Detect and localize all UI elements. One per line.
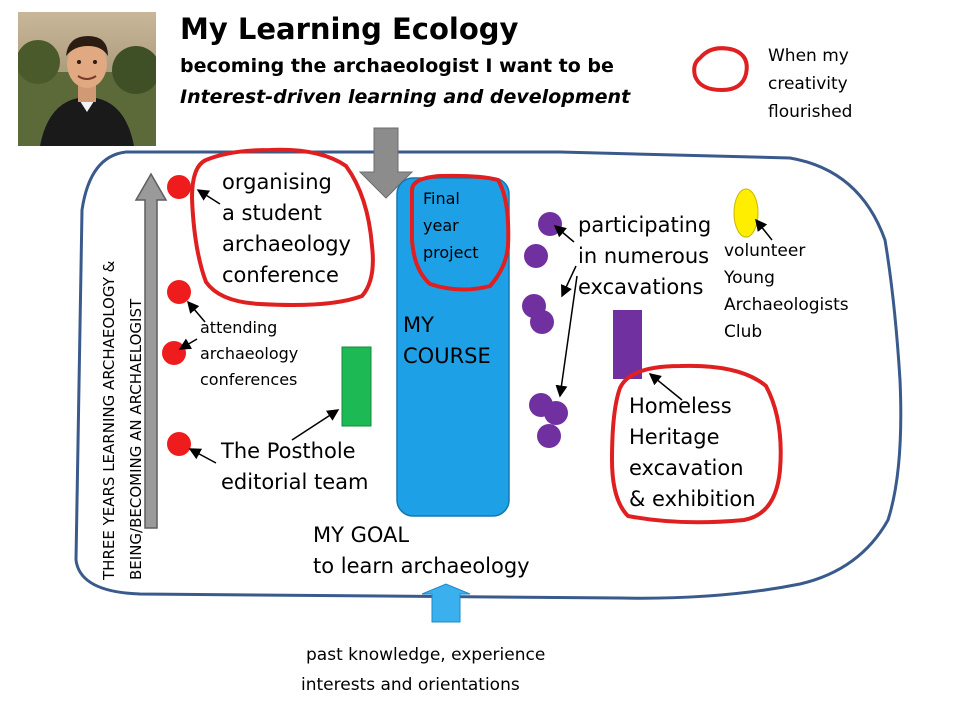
purple-node bbox=[613, 310, 642, 379]
label-line: volunteer bbox=[724, 241, 806, 261]
label-line: excavation bbox=[629, 456, 744, 480]
label-my-course: MY COURSE bbox=[403, 310, 491, 372]
purple-node bbox=[529, 393, 553, 417]
label-line: Archaeologists bbox=[724, 295, 849, 315]
course-block bbox=[396, 177, 510, 517]
purple-node bbox=[537, 424, 561, 448]
connector-arrow bbox=[561, 265, 577, 298]
connector-arrow bbox=[196, 189, 221, 205]
label-final-year-project: Final year project bbox=[423, 185, 479, 266]
label-line: & exhibition bbox=[629, 487, 756, 511]
label-posthole-team: The Posthole editorial team bbox=[221, 436, 369, 498]
label-line: editorial team bbox=[221, 470, 369, 494]
red-node bbox=[167, 432, 191, 456]
connector-arrow bbox=[188, 448, 217, 464]
page-title: My Learning Ecology bbox=[180, 12, 519, 46]
label-excavations: participating in numerous excavations bbox=[578, 210, 711, 303]
connector-arrow bbox=[553, 225, 575, 243]
label-line: archaeology bbox=[222, 232, 351, 256]
label-homeless-heritage: Homeless Heritage excavation & exhibitio… bbox=[629, 391, 756, 515]
connector-arrow bbox=[178, 338, 198, 350]
label-line: participating bbox=[578, 213, 712, 237]
avatar-image bbox=[18, 12, 156, 146]
label-line: interests and orientations bbox=[301, 675, 520, 695]
label-line: excavations bbox=[578, 275, 704, 299]
red-node bbox=[162, 341, 186, 365]
page-subtitle: becoming the archaeologist I want to be bbox=[180, 55, 614, 77]
label-line: Club bbox=[724, 322, 763, 342]
timeline-label-line: THREE YEARS LEARNING ARCHAEOLOGY & bbox=[100, 260, 118, 580]
label-line: Final bbox=[423, 189, 460, 208]
label-line: Homeless bbox=[629, 394, 732, 418]
green-node bbox=[341, 346, 372, 427]
label-attending-conferences: attending archaeology conferences bbox=[200, 315, 298, 393]
label-line: project bbox=[423, 243, 479, 262]
label-line: organising bbox=[222, 170, 332, 194]
label-line: in numerous bbox=[578, 244, 710, 268]
label-line: The Posthole bbox=[221, 439, 356, 463]
connector-arrow bbox=[755, 218, 773, 241]
page-tagline: Interest-driven learning and development bbox=[180, 86, 631, 108]
label-line: MY bbox=[403, 313, 434, 337]
legend-line: When my bbox=[768, 46, 849, 66]
connector-arrow bbox=[291, 409, 340, 441]
timeline-arrow bbox=[134, 172, 168, 529]
red-node bbox=[167, 175, 191, 199]
label-line: conference bbox=[222, 263, 339, 287]
creativity-outline bbox=[189, 147, 375, 307]
label-line: to learn archaeology bbox=[313, 554, 530, 578]
yellow-node bbox=[733, 188, 759, 238]
connector-arrow bbox=[187, 300, 206, 323]
label-volunteer-club: volunteer Young Archaeologists Club bbox=[724, 238, 849, 346]
connector-arrow bbox=[555, 275, 578, 398]
label-organising-conference: organising a student archaeology confere… bbox=[222, 167, 351, 291]
legend-creativity-marker bbox=[692, 46, 749, 93]
creativity-outline bbox=[410, 173, 511, 292]
label-line: attending bbox=[200, 318, 278, 337]
creativity-outline bbox=[609, 363, 783, 525]
legend-line: flourished bbox=[768, 102, 853, 122]
connector-arrow bbox=[648, 373, 683, 401]
label-line: COURSE bbox=[403, 344, 491, 368]
timeline-label: THREE YEARS LEARNING ARCHAEOLOGY & BEING… bbox=[96, 200, 150, 580]
red-node bbox=[167, 280, 191, 304]
legend-text: When my creativity flourished bbox=[768, 42, 908, 126]
timeline-label-line: BEING/BECOMING AN ARCHAELOGIST bbox=[127, 298, 145, 580]
label-past-knowledge: past knowledge, experience interests and… bbox=[301, 640, 546, 700]
label-line: past knowledge, experience bbox=[306, 645, 546, 665]
label-line: Young bbox=[724, 268, 775, 288]
purple-node bbox=[530, 310, 554, 334]
purple-node bbox=[538, 212, 562, 236]
avatar bbox=[18, 12, 156, 146]
label-line: year bbox=[423, 216, 459, 235]
label-line: conferences bbox=[200, 370, 298, 389]
label-line: archaeology bbox=[200, 344, 299, 363]
purple-node bbox=[524, 244, 548, 268]
label-line: a student bbox=[222, 201, 322, 225]
label-my-goal: MY GOAL to learn archaeology bbox=[313, 520, 530, 582]
label-line: Heritage bbox=[629, 425, 720, 449]
foundation-arrow bbox=[421, 583, 471, 623]
ecology-boundary bbox=[74, 150, 903, 600]
legend-line: creativity bbox=[768, 74, 848, 94]
label-line: MY GOAL bbox=[313, 523, 410, 547]
